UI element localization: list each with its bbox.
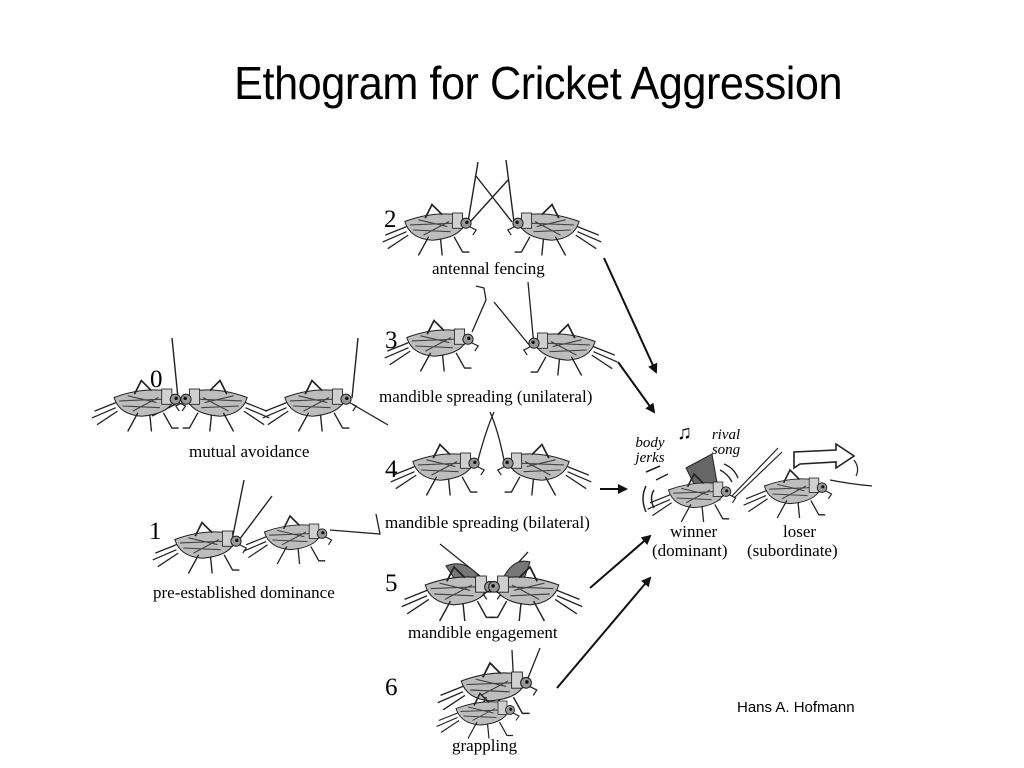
stage-label-2: antennal fencing: [432, 259, 545, 278]
author-credit: Hans A. Hofmann: [737, 699, 855, 716]
stage-label-3: mandible spreading (unilateral): [379, 387, 593, 406]
stage-number-0: 0: [150, 366, 163, 393]
stage-label-4: mandible spreading (bilateral): [385, 513, 590, 532]
winner-label: winner: [670, 522, 718, 541]
stage-number-3: 3: [385, 327, 398, 354]
stage-number-4: 4: [385, 456, 398, 483]
loser-cricket: [742, 459, 873, 519]
rival-song-line-1: rival: [711, 427, 741, 443]
loser-sub-label: (subordinate): [747, 541, 838, 560]
stage-number-5: 5: [385, 570, 398, 597]
slide-title: Ethogram for Cricket Aggression: [234, 57, 843, 109]
rival-song-label: rival song: [704, 428, 748, 458]
body-jerks-line-2: jerks: [635, 450, 665, 466]
arrow-3-to-outcome: [617, 361, 656, 414]
stage-label-6: grappling: [452, 736, 518, 755]
stage-label-1: pre-established dominance: [153, 583, 335, 602]
winner-sub-label: (dominant): [652, 541, 728, 560]
cricket-pair-5: [400, 543, 584, 622]
cricket-pair-0: [91, 337, 389, 433]
cricket-pair-4: [389, 411, 593, 497]
cricket-pair-3: [383, 281, 619, 377]
stage-number-1: 1: [149, 518, 162, 545]
cricket-pair-6: [435, 647, 541, 740]
music-note-icon: ♫: [677, 422, 692, 444]
stage-number-6: 6: [385, 674, 398, 701]
arrow-2-to-outcome: [603, 257, 658, 374]
stage-label-5: mandible engagement: [408, 623, 558, 642]
rival-song-line-2: song: [711, 442, 741, 458]
retreat-arrow-icon: [793, 442, 856, 470]
loser-label: loser: [783, 522, 817, 541]
body-jerks-label: body jerks: [628, 436, 672, 466]
arrow-6-to-outcome: [556, 576, 652, 689]
arrow-5-to-outcome: [589, 534, 652, 589]
cricket-pair-1: [151, 479, 381, 575]
winner-cricket: [642, 447, 783, 523]
body-jerks-line-1: body: [635, 435, 665, 451]
stage-number-2: 2: [384, 206, 397, 233]
cricket-pair-2: [381, 159, 603, 257]
stage-label-0: mutual avoidance: [189, 442, 310, 461]
